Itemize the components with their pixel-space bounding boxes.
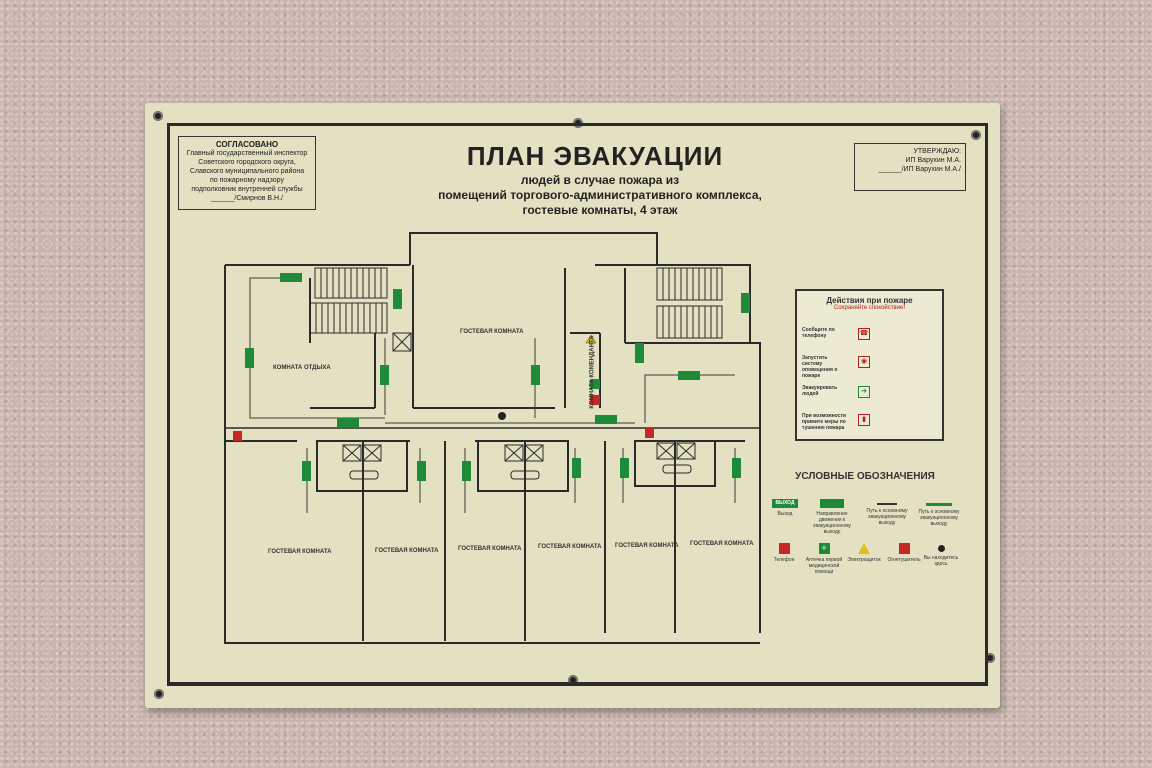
room-label-guest: ГОСТЕВАЯ КОМНАТА xyxy=(615,543,679,549)
confirm-signature: ______/ИП Варухин М.А./ xyxy=(878,166,961,173)
approval-signature: ______/Смирнов В.Н./ xyxy=(211,195,283,202)
room-label-guest: ГОСТЕВАЯ КОМНАТА xyxy=(458,546,522,552)
you-are-here-marker xyxy=(498,412,506,420)
screw xyxy=(568,675,578,685)
action-step: Эвакуировать людей ➜ xyxy=(802,381,936,405)
subtitle-line: людей в случае пожара из xyxy=(520,173,680,187)
approval-line: Главный государственный инспектор xyxy=(186,150,308,157)
legend-item-alt-path: Путь к основному эвакуационному выходу xyxy=(917,499,961,527)
legend-label: Направление движения к эвакуационному вы… xyxy=(812,511,852,535)
action-step: При возможности примите меры по тушению … xyxy=(802,409,936,433)
screw xyxy=(153,111,163,121)
legend-item-direction: Направление движения к эвакуационному вы… xyxy=(810,499,854,535)
exit-sign-icon: ВЫХОД xyxy=(772,499,798,508)
room-label-guest: ГОСТЕВАЯ КОМНАТА xyxy=(690,541,754,547)
room-label-guest: ГОСТЕВАЯ КОМНАТА xyxy=(538,544,602,550)
extinguisher-icon: ▮ xyxy=(858,414,870,426)
plan-frame xyxy=(167,123,988,686)
legend-label: Электрощиток xyxy=(847,557,881,563)
confirm-heading: УТВЕРЖДАЮ: xyxy=(913,148,961,155)
actions-title: Действия при пожаре xyxy=(826,296,913,305)
room-label-commandant: КОМНАТА КОМЕНДАНТА xyxy=(589,335,596,409)
actions-subtitle: Сохраняйте спокойствие! xyxy=(833,305,906,311)
confirm-line: ИП Варухин М.А. xyxy=(905,157,962,164)
evacuation-plan-board: ПЛАН ЭВАКУАЦИИ людей в случае пожара из … xyxy=(145,103,1000,708)
legend-label: Огнетушитель xyxy=(887,557,921,563)
direction-arrow-icon xyxy=(820,499,844,508)
action-step-label: Запустить систему оповещения о пожаре xyxy=(802,355,838,379)
path-line-icon xyxy=(926,503,952,506)
legend-item-first-aid: + Аптечка первой медицинской помощи xyxy=(803,543,845,575)
room-label-guest: ГОСТЕВАЯ КОМНАТА xyxy=(375,548,439,554)
legend-item-phone: Телефон xyxy=(767,543,801,563)
legend-label: Путь к основному эвакуационному выходу xyxy=(866,508,908,526)
legend-item-you-are-here: Вы находитесь здесь xyxy=(923,543,959,567)
room-label-rest: КОМНАТА ОТДЫХА xyxy=(273,365,331,371)
plan-subtitle: людей в случае пожара из помещений торго… xyxy=(390,173,810,218)
room-label-guest: ГОСТЕВАЯ КОМНАТА xyxy=(268,549,332,555)
legend-label: Выход xyxy=(777,511,793,517)
approval-line: Советского городского округа, xyxy=(198,159,296,166)
legend-title: УСЛОВНЫЕ ОБОЗНАЧЕНИЯ xyxy=(795,471,935,482)
confirm-stamp: УТВЕРЖДАЮ: ИП Варухин М.А. ______/ИП Вар… xyxy=(854,143,966,191)
exit-icon: ➜ xyxy=(858,386,870,398)
approval-line: подполковник внутренней службы xyxy=(191,186,303,193)
plan-title: ПЛАН ЭВАКУАЦИИ xyxy=(466,141,724,171)
action-step-label: Сообщите по телефону xyxy=(802,327,835,339)
action-step: Сообщите по телефону ☎ xyxy=(802,323,936,347)
legend-label: Аптечка первой медицинской помощи xyxy=(805,557,843,575)
screw xyxy=(971,130,981,140)
approval-stamp: СОГЛАСОВАНО Главный государственный инсп… xyxy=(178,136,316,210)
you-are-here-icon xyxy=(937,545,945,552)
screw xyxy=(985,653,995,663)
phone-icon xyxy=(778,543,790,554)
legend-item-switchboard: Электрощиток xyxy=(845,543,883,563)
action-step-label: Эвакуировать людей xyxy=(802,385,838,397)
electric-panel-icon xyxy=(858,543,870,554)
fire-actions-panel: Действия при пожаре Сохраняйте спокойств… xyxy=(795,289,944,441)
action-step: Запустить систему оповещения о пожаре ◉ xyxy=(802,351,936,379)
floor-plan xyxy=(224,232,761,644)
approval-heading: СОГЛАСОВАНО xyxy=(215,140,279,149)
legend-label: Путь к основному эвакуационному выходу xyxy=(918,509,960,527)
alarm-icon: ◉ xyxy=(858,356,870,368)
approval-line: Славского муниципального района xyxy=(189,168,305,175)
action-step-label: При возможности примите меры по тушению … xyxy=(802,413,846,431)
screw xyxy=(154,689,164,699)
legend-item-main-path: Путь к основному эвакуационному выходу xyxy=(865,499,909,526)
path-line-icon xyxy=(877,503,897,505)
legend-item-extinguisher: Огнетушитель xyxy=(885,543,923,563)
first-aid-icon: + xyxy=(818,543,830,554)
subtitle-line: гостевые комнаты, 4 этаж xyxy=(522,203,678,217)
approval-line: по пожарному надзору xyxy=(210,177,284,184)
room-label-guest: ГОСТЕВАЯ КОМНАТА xyxy=(460,329,524,335)
legend-item-exit: ВЫХОД Выход xyxy=(763,499,807,517)
legend-label: Телефон xyxy=(773,557,795,563)
legend-label: Вы находитесь здесь xyxy=(923,555,959,567)
phone-icon: ☎ xyxy=(858,328,870,340)
subtitle-line: помещений торгового-административного ко… xyxy=(438,188,762,202)
extinguisher-icon xyxy=(898,543,910,554)
